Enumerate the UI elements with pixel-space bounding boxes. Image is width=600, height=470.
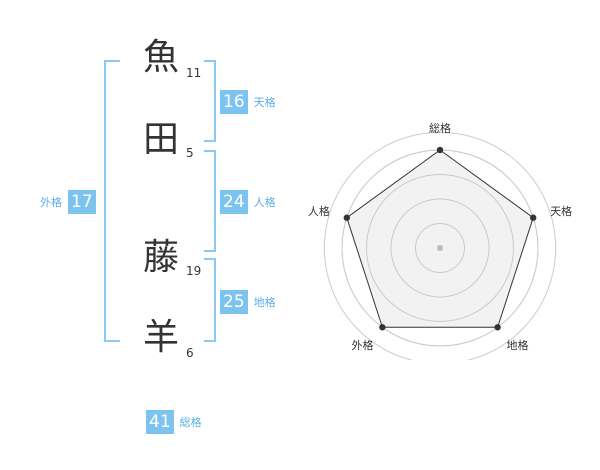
jinkaku-badge: 24 人格 <box>220 190 276 214</box>
tenkaku-badge: 16 天格 <box>220 90 276 114</box>
chikaku-bracket <box>204 258 216 342</box>
gaikaku-value: 17 <box>68 190 96 214</box>
stroke-count-3: 19 <box>186 264 202 278</box>
radar-axis-label-5: 人格 <box>308 204 330 218</box>
tenkaku-value: 16 <box>220 90 248 114</box>
radar-point-1 <box>436 146 444 154</box>
tenkaku-label: 天格 <box>253 96 276 109</box>
radar-inner-ring-2 <box>390 198 490 298</box>
radar-grid-ring-5 <box>323 131 557 360</box>
jinkaku-bracket <box>204 150 216 252</box>
radar-axis-label-3: 地格 <box>507 338 529 352</box>
jinkaku-value: 24 <box>220 190 248 214</box>
stroke-count-2: 5 <box>186 146 194 160</box>
soukaku-label: 総格 <box>179 416 202 429</box>
name-char-4: 羊 <box>142 317 179 358</box>
radar-point-2 <box>530 214 537 221</box>
gaikaku-badge: 外格 17 <box>40 190 96 214</box>
name-char-1: 魚 <box>142 37 179 78</box>
radar-point-5 <box>343 214 350 221</box>
radar-inner-ring-1 <box>415 223 465 273</box>
radar-value-polygon <box>346 149 534 328</box>
name-char-2: 田 <box>142 119 179 160</box>
gaikaku-bracket <box>104 60 120 342</box>
radar-center-dot <box>437 245 443 251</box>
stroke-count-1: 11 <box>186 66 202 80</box>
radar-axis-label-2: 天格 <box>550 204 572 218</box>
jinkaku-label: 人格 <box>253 196 276 209</box>
radar-point-4 <box>379 324 386 331</box>
name-char-3: 藤 <box>142 237 179 278</box>
soukaku-value: 41 <box>146 410 174 434</box>
tenkaku-bracket <box>204 60 216 142</box>
chikaku-badge: 25 地格 <box>220 290 276 314</box>
soukaku-badge: 41 総格 <box>146 410 202 434</box>
chikaku-label: 地格 <box>253 296 276 309</box>
radar-point-3 <box>494 324 501 331</box>
gaikaku-label: 外格 <box>40 196 62 209</box>
chikaku-value: 25 <box>220 290 248 314</box>
radar-inner-ring-3 <box>366 174 514 322</box>
radar-axis-label-4: 外格 <box>351 338 373 352</box>
radar-axis-label-1: 総格 <box>429 121 451 135</box>
stroke-count-4: 6 <box>186 346 194 360</box>
